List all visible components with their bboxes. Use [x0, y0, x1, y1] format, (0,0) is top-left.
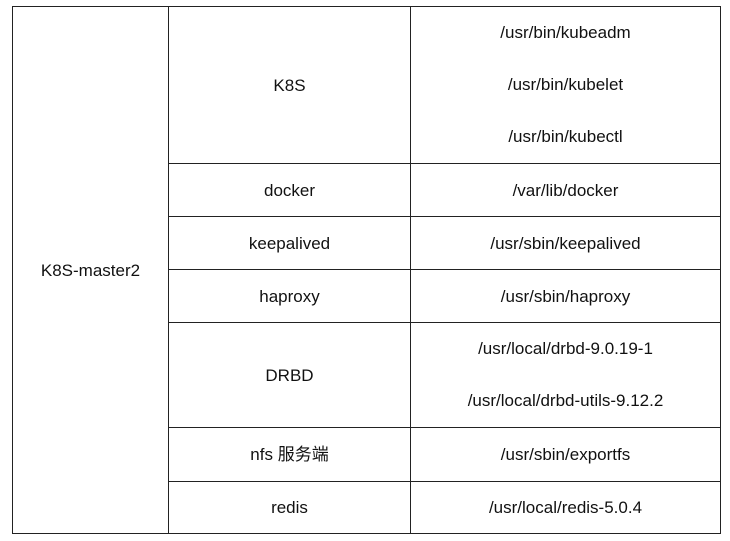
install-path: /usr/local/redis-5.0.4	[488, 498, 643, 517]
table-row: K8S-master2 K8S /usr/bin/kubeadm /usr/bi…	[12, 6, 721, 534]
path-cell: /usr/local/drbd-9.0.19-1 /usr/local/drbd…	[410, 322, 721, 428]
install-path: /usr/local/drbd-9.0.19-1	[478, 339, 653, 358]
host-directory-table: K8S-master2 K8S /usr/bin/kubeadm /usr/bi…	[12, 6, 721, 534]
service-cell: nfs 服务端	[168, 427, 411, 482]
service-name: redis	[271, 498, 308, 517]
path-cell: /usr/sbin/keepalived	[410, 216, 721, 270]
table-row: DRBD /usr/local/drbd-9.0.19-1 /usr/local…	[13, 322, 721, 428]
path-cell: /usr/sbin/exportfs	[410, 427, 721, 482]
service-cell: redis	[168, 481, 411, 534]
service-cell: docker	[168, 163, 411, 217]
service-name: haproxy	[259, 286, 320, 306]
service-cell: haproxy	[168, 269, 411, 323]
install-path: /usr/sbin/haproxy	[500, 286, 631, 306]
host-name: K8S-master2	[40, 260, 141, 280]
install-path: /usr/local/drbd-utils-9.12.2	[467, 391, 664, 410]
install-path: /usr/sbin/exportfs	[500, 445, 631, 464]
service-cell: K8S	[168, 6, 411, 164]
install-path: /usr/bin/kubeadm	[500, 23, 631, 42]
path-cell: /usr/sbin/haproxy	[410, 269, 721, 323]
table-row: haproxy /usr/sbin/haproxy	[13, 269, 721, 323]
table-row: docker /var/lib/docker	[13, 163, 721, 217]
service-name: nfs 服务端	[250, 445, 329, 464]
service-name: K8S	[273, 75, 306, 95]
install-path: /usr/bin/kubelet	[507, 75, 624, 94]
path-cell: /var/lib/docker	[410, 163, 721, 217]
service-name: DRBD	[265, 365, 314, 385]
service-cell: keepalived	[168, 216, 411, 270]
service-name: keepalived	[248, 233, 331, 253]
host-cell: K8S-master2	[12, 6, 169, 534]
install-path: /usr/sbin/keepalived	[490, 233, 641, 253]
path-cell: /usr/local/redis-5.0.4	[410, 481, 721, 534]
service-name: docker	[263, 180, 316, 200]
install-path: /usr/bin/kubectl	[508, 127, 623, 146]
host-directory-table-wrapper: K8S-master2 K8S /usr/bin/kubeadm /usr/bi…	[12, 6, 721, 534]
service-cell: DRBD	[168, 322, 411, 428]
table-row: keepalived /usr/sbin/keepalived	[13, 216, 721, 270]
table-row: redis /usr/local/redis-5.0.4	[13, 481, 721, 534]
path-cell: /usr/bin/kubeadm /usr/bin/kubelet /usr/b…	[410, 6, 721, 164]
install-path: /var/lib/docker	[512, 180, 619, 200]
